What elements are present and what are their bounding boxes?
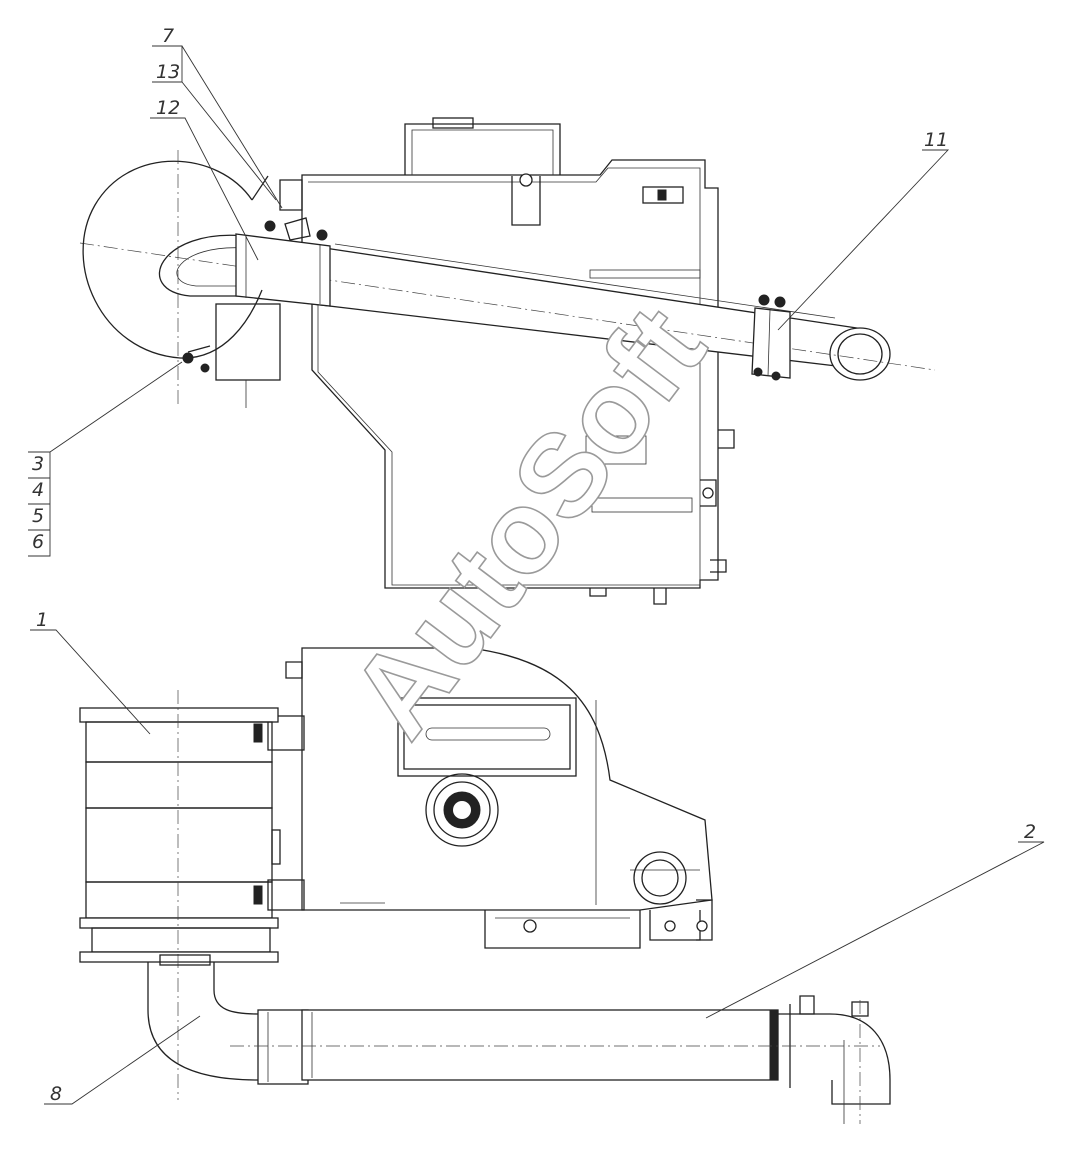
- watermark: AutoSoft: [325, 283, 730, 760]
- filter-canister: [79, 707, 281, 963]
- inspection-window: [397, 697, 577, 777]
- callout-4: 4: [32, 479, 44, 501]
- callout-13: 13: [156, 61, 180, 83]
- callout-12: 12: [156, 97, 180, 119]
- callout-8: 8: [50, 1083, 62, 1105]
- top-view: [79, 117, 936, 605]
- round-port: [425, 773, 499, 847]
- callout-7: 7: [162, 25, 174, 47]
- callout-11: 11: [924, 129, 948, 151]
- front-housing-body: [301, 647, 713, 911]
- clamp-right: [751, 294, 791, 381]
- top-cap: [404, 123, 561, 175]
- callout-6: 6: [32, 531, 44, 553]
- cyclone-housing-top: [82, 160, 263, 359]
- front-view: [79, 647, 891, 1124]
- callout-1: 1: [36, 609, 48, 631]
- callout-2: 2: [1024, 821, 1036, 843]
- callouts: 7 13 12 11 3 4 5 6 1 2 8: [28, 25, 1045, 1105]
- elbow-pipe: [147, 962, 259, 1081]
- callout-3: 3: [32, 453, 44, 475]
- outlet-pipe-front: [301, 1009, 779, 1081]
- pipe-end-opening: [829, 327, 891, 381]
- callout-5: 5: [32, 505, 44, 527]
- clamp-left: [235, 217, 331, 307]
